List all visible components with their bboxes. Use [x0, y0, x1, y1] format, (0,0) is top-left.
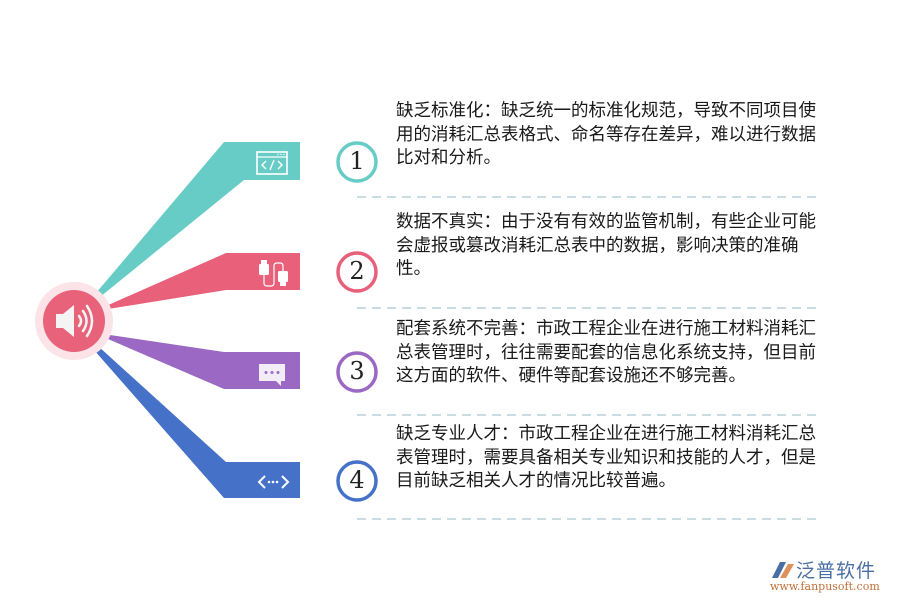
- arm-3: [108, 335, 300, 389]
- brand-logo-icon: [772, 562, 794, 578]
- code-window-icon: [256, 151, 288, 175]
- usb-cable-icon: [259, 260, 288, 287]
- arm-1: [96, 142, 300, 297]
- number-label-2: 2: [349, 257, 365, 285]
- number-label-4: 4: [349, 466, 365, 494]
- item-text-3: 配套系统不完善：市政工程企业在进行施工材料消耗汇总表管理时，往往需要配套的信息化…: [396, 319, 816, 386]
- number-badge-3: [336, 351, 378, 393]
- brand-name: 泛普软件: [796, 560, 877, 582]
- arm-2: [106, 253, 300, 309]
- speaker-volume-icon: [56, 304, 94, 338]
- dividers: [357, 196, 822, 520]
- brand-watermark: 泛普软件 www.fanpusoft.com: [768, 556, 898, 596]
- item-text-2: 数据不真实：由于没有有效的监管机制，有些企业可能会虚报或篡改消耗汇总表中的数据，…: [396, 212, 816, 279]
- brand-url: www.fanpusoft.com: [770, 580, 880, 593]
- hub: [35, 282, 113, 360]
- number-badge-1: [336, 141, 378, 183]
- item-text-1: 缺乏标准化：缺乏统一的标准化规范，导致不同项目使用的消耗汇总表格式、命名等存在差…: [396, 101, 816, 168]
- chat-bubble-icon: [259, 364, 285, 386]
- number-label-1: 1: [349, 147, 365, 175]
- arm-4: [94, 346, 300, 498]
- item-text-4: 缺乏专业人才：市政工程企业在进行施工材料消耗汇总表管理时，需要具备相关专业知识和…: [396, 424, 816, 491]
- number-badge-4: [336, 460, 378, 502]
- number-label-3: 3: [349, 357, 365, 385]
- code-arrows-icon: [257, 475, 290, 489]
- number-badge-2: [336, 251, 378, 293]
